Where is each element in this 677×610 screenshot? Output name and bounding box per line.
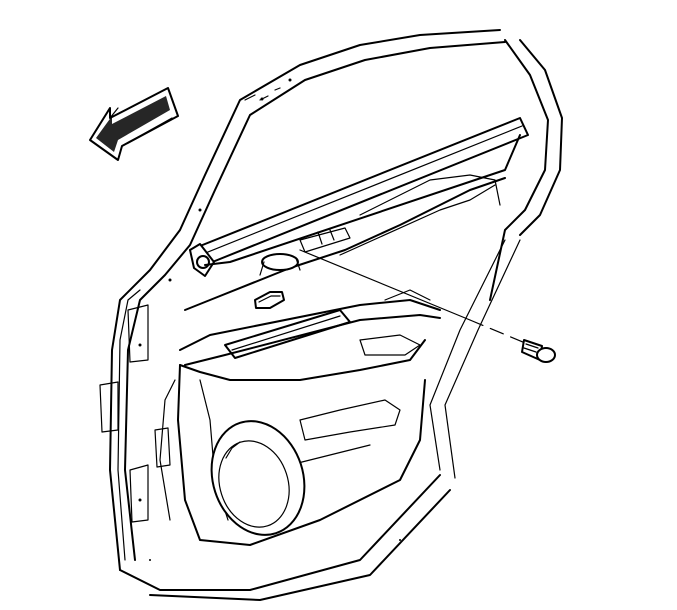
door-frame xyxy=(110,30,562,600)
armrest xyxy=(180,290,440,365)
screw-fastener-icon xyxy=(522,340,555,362)
trim-panel-upper xyxy=(185,135,520,310)
belt-molding xyxy=(190,118,528,276)
fastener-leader-line xyxy=(300,250,530,345)
direction-arrow-icon xyxy=(90,88,178,160)
speaker-grille xyxy=(197,409,318,547)
